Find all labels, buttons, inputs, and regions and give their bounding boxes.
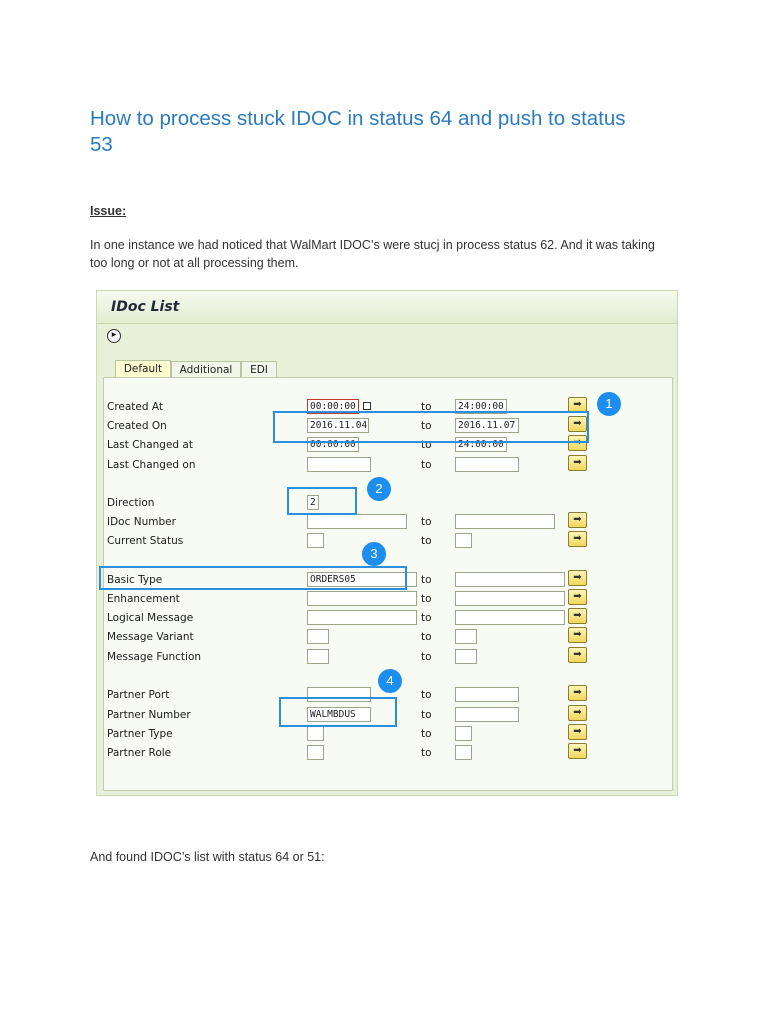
field-label: Direction xyxy=(107,497,155,509)
from-input[interactable] xyxy=(307,726,324,741)
arrow-right-icon[interactable]: ➡ xyxy=(568,455,587,471)
field-label: Partner Port xyxy=(107,689,170,701)
field-label: Message Function xyxy=(107,651,202,663)
field-label: Enhancement xyxy=(107,593,180,605)
annotation-badge-3: 3 xyxy=(362,542,386,566)
arrow-right-icon[interactable]: ➡ xyxy=(568,589,587,605)
from-input[interactable] xyxy=(307,745,324,760)
to-input[interactable]: 24:00:00 xyxy=(455,437,507,452)
tab-default[interactable]: Default xyxy=(115,360,171,380)
from-input[interactable] xyxy=(307,629,329,644)
tab-additional[interactable]: Additional xyxy=(171,361,241,379)
arrow-right-icon[interactable]: ➡ xyxy=(568,512,587,528)
to-label: to xyxy=(421,689,432,701)
sap-screen-title: IDoc List xyxy=(111,299,180,315)
field-label: Current Status xyxy=(107,535,184,547)
arrow-right-icon[interactable]: ➡ xyxy=(568,627,587,643)
to-label: to xyxy=(421,439,432,451)
to-label: to xyxy=(421,516,432,528)
to-label: to xyxy=(421,747,432,759)
field-label: Basic Type xyxy=(107,574,163,586)
to-label: to xyxy=(421,420,432,432)
field-label: Partner Role xyxy=(107,747,172,759)
to-input[interactable] xyxy=(455,687,519,702)
from-input[interactable] xyxy=(307,610,417,625)
arrow-right-icon[interactable]: ➡ xyxy=(568,743,587,759)
to-label: to xyxy=(421,535,432,547)
to-input[interactable] xyxy=(455,533,472,548)
arrow-right-icon[interactable]: ➡ xyxy=(568,685,587,701)
to-label: to xyxy=(421,612,432,624)
arrow-right-icon[interactable]: ➡ xyxy=(568,531,587,547)
direction-input[interactable]: 2 xyxy=(307,495,319,510)
highlight-box-3 xyxy=(99,566,407,590)
arrow-right-icon[interactable]: ➡ xyxy=(568,416,587,432)
from-input[interactable]: 00:00:00 xyxy=(307,437,359,452)
to-label: to xyxy=(421,401,432,413)
to-label: to xyxy=(421,728,432,740)
highlight-box-4 xyxy=(279,697,397,727)
from-input[interactable]: 2016.11.04 xyxy=(307,418,369,433)
issue-heading: Issue: xyxy=(90,204,127,218)
from-input[interactable] xyxy=(307,514,407,529)
to-label: to xyxy=(421,709,432,721)
arrow-right-icon[interactable]: ➡ xyxy=(568,724,587,740)
highlight-box-2 xyxy=(287,487,357,515)
arrow-right-icon[interactable]: ➡ xyxy=(568,647,587,663)
tab-edi[interactable]: EDI xyxy=(241,361,277,379)
to-label: to xyxy=(421,631,432,643)
to-label: to xyxy=(421,459,432,471)
calendar-icon[interactable] xyxy=(363,402,371,410)
annotation-badge-1: 1 xyxy=(597,392,621,416)
from-input[interactable]: WALMBDUS xyxy=(307,707,371,722)
to-input[interactable] xyxy=(455,726,472,741)
execute-icon[interactable]: ▸ xyxy=(107,329,121,343)
to-input[interactable] xyxy=(455,707,519,722)
to-input[interactable] xyxy=(455,610,565,625)
found-paragraph: And found IDOC’s list with status 64 or … xyxy=(90,850,325,864)
field-label: Last Changed on xyxy=(107,459,196,471)
to-label: to xyxy=(421,574,432,586)
field-label: IDoc Number xyxy=(107,516,176,528)
field-label: Partner Type xyxy=(107,728,173,740)
annotation-badge-4: 4 xyxy=(378,669,402,693)
field-label: Last Changed at xyxy=(107,439,193,451)
to-input[interactable] xyxy=(455,572,565,587)
from-input[interactable]: ORDERS05 xyxy=(307,572,417,587)
to-label: to xyxy=(421,593,432,605)
highlight-box-1 xyxy=(273,411,589,443)
to-input[interactable] xyxy=(455,629,477,644)
annotation-badge-2: 2 xyxy=(367,477,391,501)
to-input[interactable]: 2016.11.07 xyxy=(455,418,519,433)
to-input[interactable] xyxy=(455,649,477,664)
from-input[interactable] xyxy=(307,591,417,606)
from-input[interactable]: 00:00:00 xyxy=(307,399,359,414)
field-label: Partner Number xyxy=(107,709,191,721)
field-label: Created On xyxy=(107,420,167,432)
from-input[interactable] xyxy=(307,649,329,664)
to-input[interactable] xyxy=(455,457,519,472)
issue-paragraph: In one instance we had noticed that WalM… xyxy=(90,238,655,270)
field-label: Created At xyxy=(107,401,164,413)
to-label: to xyxy=(421,651,432,663)
from-input[interactable] xyxy=(307,533,324,548)
arrow-right-icon[interactable]: ➡ xyxy=(568,705,587,721)
document-title: How to process stuck IDOC in status 64 a… xyxy=(90,107,626,156)
to-input[interactable]: 24:00:00 xyxy=(455,399,507,414)
from-input[interactable] xyxy=(307,457,371,472)
sap-idoc-list-screenshot: IDoc List ▸ Default Additional EDI Creat… xyxy=(96,290,678,796)
arrow-right-icon[interactable]: ➡ xyxy=(568,608,587,624)
field-label: Logical Message xyxy=(107,612,194,624)
to-input[interactable] xyxy=(455,514,555,529)
sap-title-bar: IDoc List xyxy=(97,291,677,324)
arrow-right-icon[interactable]: ➡ xyxy=(568,570,587,586)
to-input[interactable] xyxy=(455,745,472,760)
to-input[interactable] xyxy=(455,591,565,606)
field-label: Message Variant xyxy=(107,631,194,643)
